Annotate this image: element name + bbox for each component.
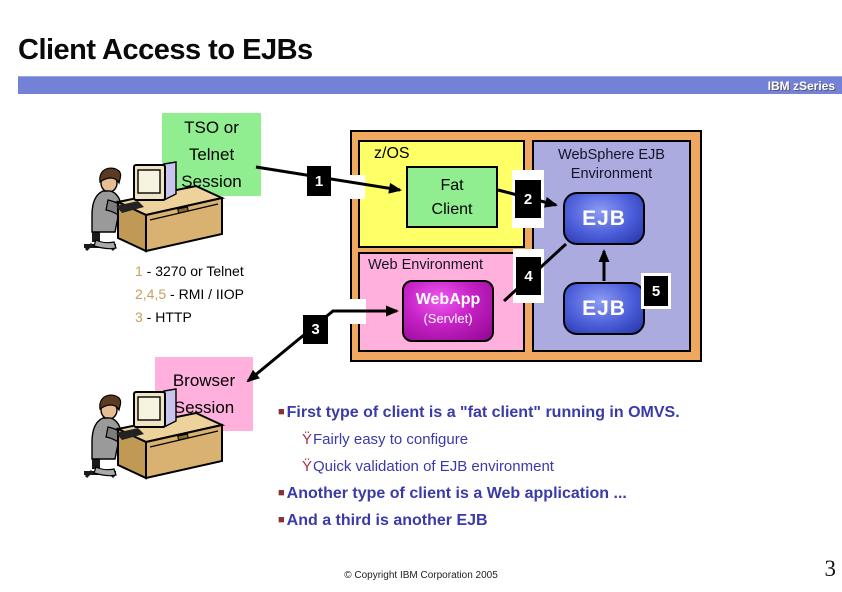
- sub-bullet-icon: Ÿ: [302, 431, 313, 448]
- bullet-item: ■ Another type of client is a Web applic…: [278, 480, 783, 507]
- brand-label: IBM zSeries: [767, 79, 835, 93]
- connector-legend: 1 - 3270 or Telnet 2,4,5 - RMI / IIOP 3 …: [135, 260, 244, 329]
- browser-line-1: Browser: [172, 371, 236, 390]
- webapp-servlet-box: WebApp (Servlet): [402, 280, 494, 342]
- page-title: Client Access to EJBs: [18, 34, 313, 66]
- ejb-box-top: EJB: [563, 192, 645, 245]
- bullet-item: Ÿ Quick validation of EJB environment: [302, 453, 783, 480]
- user-computer-clipart: [82, 387, 224, 480]
- webapp-label: WebApp: [415, 291, 481, 308]
- legend-item: 2,4,5 - RMI / IIOP: [135, 286, 244, 302]
- ejb-box-bottom: EJB: [563, 282, 645, 335]
- connector-2-badge: 2: [515, 180, 541, 218]
- connector-3-badge: 3: [303, 315, 328, 344]
- sub-bullet-icon: Ÿ: [302, 458, 313, 475]
- brand-bar: IBM zSeries: [18, 76, 842, 94]
- web-environment-label: Web Environment: [368, 257, 483, 273]
- square-bullet-icon: ■: [278, 514, 285, 526]
- legend-item: 3 - HTTP: [135, 309, 192, 325]
- square-bullet-icon: ■: [278, 406, 285, 418]
- servlet-label: (Servlet): [423, 311, 473, 326]
- copyright-notice: © Copyright IBM Corporation 2005: [344, 570, 498, 581]
- tso-line-2: Telnet: [188, 145, 235, 164]
- user-computer-clipart: [84, 161, 226, 253]
- bullet-list: ■ First type of client is a "fat client"…: [278, 399, 783, 534]
- zos-label: z/OS: [374, 145, 410, 162]
- page-number: 3: [824, 556, 837, 581]
- legend-item: 1 - 3270 or Telnet: [135, 263, 244, 279]
- connector-4-badge: 4: [516, 257, 541, 295]
- connector-5-badge: 5: [644, 276, 668, 306]
- tso-telnet-session-box: TSO or Telnet Session: [162, 113, 261, 196]
- websphere-label: WebSphere EJB Environment: [558, 147, 665, 182]
- fat-client-box: Fat Client: [406, 166, 498, 228]
- bullet-item: ■ First type of client is a "fat client"…: [278, 399, 783, 426]
- browser-line-2: Session: [173, 398, 235, 417]
- bullet-item: Ÿ Fairly easy to configure: [302, 426, 783, 453]
- tso-line-1: TSO or: [184, 118, 239, 137]
- bullet-item: ■ And a third is another EJB: [278, 507, 783, 534]
- connector-1-badge: 1: [307, 166, 331, 196]
- square-bullet-icon: ■: [278, 487, 285, 499]
